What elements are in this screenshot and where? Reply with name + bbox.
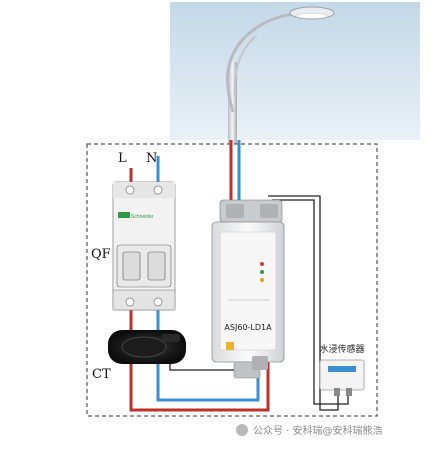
watermark: 公众号 · 安科瑞@安科瑞熊浩 — [236, 424, 383, 437]
label-live: L — [118, 151, 127, 166]
sensor-title: 水浸传感器 — [319, 343, 364, 355]
water-sensor-icon — [319, 359, 365, 396]
sensor-signal-wire-1 — [268, 195, 339, 411]
svg-text:Schneider: Schneider — [131, 214, 154, 220]
sky-background — [170, 2, 420, 140]
streetlight-icon — [226, 6, 335, 144]
sensor-signal-wire-2 — [272, 199, 349, 405]
module-model-label: ASJ60-LD1A — [224, 323, 272, 332]
wechat-icon — [236, 424, 248, 436]
watermark-text: 公众号 · 安科瑞@安科瑞熊浩 — [253, 424, 383, 437]
label-neutral: N — [146, 151, 157, 166]
label-breaker: QF — [91, 247, 111, 262]
streetlight-scene — [170, 2, 420, 144]
label-ct: CT — [92, 367, 111, 382]
circuit-breaker-icon: Schneider — [112, 181, 176, 311]
enclosure-boundary — [86, 143, 378, 417]
current-transformer-icon — [108, 330, 186, 364]
leakage-relay-module-icon — [211, 199, 285, 379]
